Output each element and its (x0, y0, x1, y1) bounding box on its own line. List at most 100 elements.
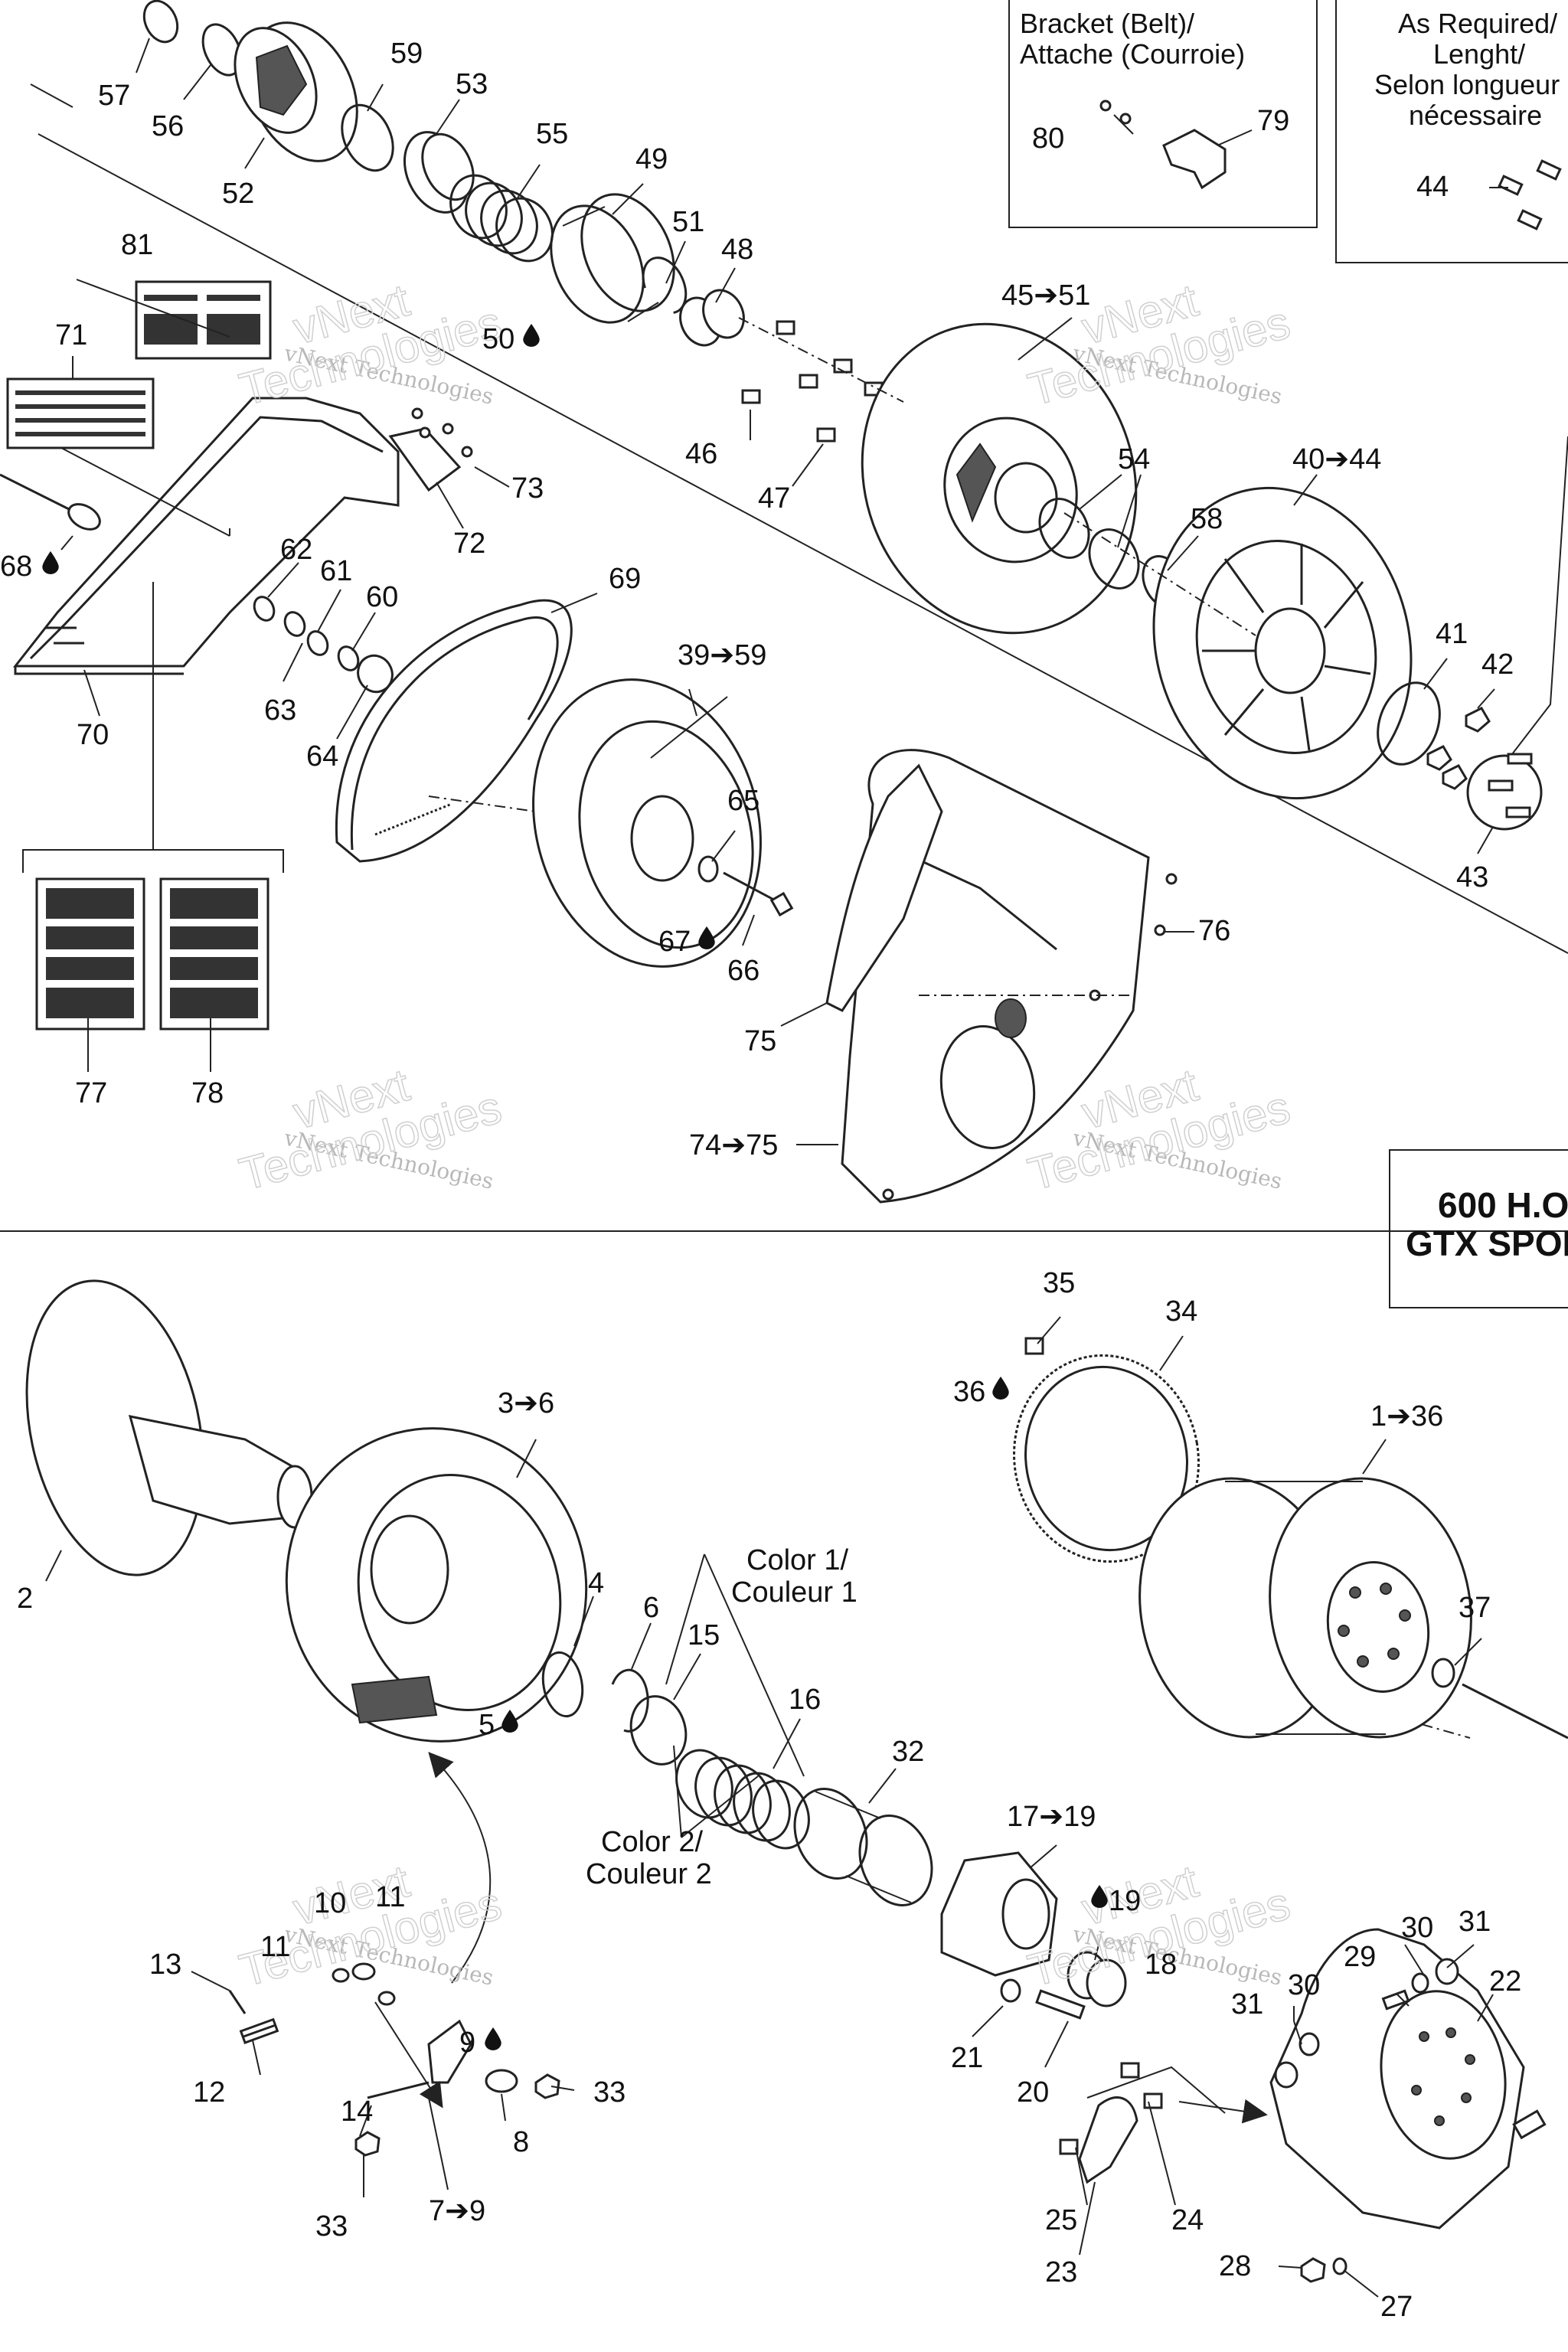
callout-7-9: 7➔9 (429, 2195, 485, 2227)
color2-label-fr: Couleur 2 (586, 1858, 712, 1890)
callout-81: 81 (121, 229, 153, 261)
callout-59: 59 (390, 38, 423, 70)
callout-14: 14 (341, 2096, 373, 2128)
asreq-line1: As Required/ (1398, 8, 1557, 39)
callout-41: 41 (1436, 618, 1468, 650)
callout-72: 72 (453, 528, 485, 560)
callout-75: 75 (744, 1025, 776, 1057)
model-box: 600 H.O. GTX SPORT (1389, 1149, 1568, 1308)
model-line2: GTX SPORT (1406, 1223, 1568, 1263)
grease-icon (42, 551, 59, 574)
callout-31: 31 (1231, 1988, 1263, 2020)
callout-58: 58 (1191, 503, 1223, 535)
callout-56: 56 (152, 110, 184, 142)
callout-19: 19 (1109, 1885, 1141, 1917)
callout-21: 21 (951, 2042, 983, 2074)
callout-11: 11 (375, 1881, 405, 1913)
callout-53: 53 (456, 68, 488, 100)
callout-30: 30 (1401, 1912, 1433, 1944)
callout-62: 62 (280, 534, 312, 566)
callout-10: 10 (314, 1887, 346, 1919)
callout-52: 52 (222, 178, 254, 210)
callout-6: 6 (643, 1592, 659, 1624)
callout-79: 79 (1257, 105, 1289, 137)
callout-31: 31 (1459, 1906, 1491, 1938)
callout-12: 12 (193, 2076, 225, 2109)
callout-17-19: 17➔19 (1007, 1801, 1096, 1833)
callout-46: 46 (685, 438, 717, 470)
callout-35: 35 (1043, 1267, 1075, 1299)
callout-13: 13 (149, 1949, 181, 1981)
callout-34: 34 (1165, 1295, 1197, 1328)
callout-39-59: 39➔59 (678, 639, 766, 671)
callout-2: 2 (17, 1583, 33, 1615)
asreq-line4: nécessaire (1409, 100, 1542, 131)
callout-63: 63 (264, 694, 296, 727)
callout-24: 24 (1171, 2204, 1204, 2236)
model-line1: 600 H.O. (1438, 1185, 1568, 1225)
callout-25: 25 (1045, 2204, 1077, 2236)
callout-55: 55 (536, 118, 568, 150)
callout-78: 78 (191, 1077, 224, 1109)
callout-61: 61 (320, 555, 352, 587)
callout-65: 65 (727, 785, 760, 817)
callout-40-44: 40➔44 (1292, 443, 1381, 475)
color2-label: Color 2/ (601, 1826, 703, 1858)
bracket-title-line2: Attache (Courroie) (1020, 38, 1245, 70)
callout-64: 64 (306, 740, 338, 773)
callout-16: 16 (789, 1684, 821, 1716)
callout-70: 70 (77, 719, 109, 751)
callout-50: 50 (482, 323, 514, 355)
leader-lines (45, 38, 1508, 2298)
callout-74-75: 74➔75 (689, 1129, 778, 1161)
callout-76: 76 (1198, 915, 1230, 947)
callout-11: 11 (260, 1931, 290, 1963)
callout-60: 60 (366, 581, 398, 613)
callout-45-51: 45➔51 (1001, 279, 1090, 312)
callout-44: 44 (1416, 171, 1449, 203)
asreq-line2: Lenght/ (1433, 38, 1525, 70)
callout-20: 20 (1017, 2076, 1049, 2109)
callout-9: 9 (459, 2027, 475, 2059)
callout-30: 30 (1288, 1969, 1320, 2001)
callout-22: 22 (1489, 1965, 1521, 1998)
callout-49: 49 (635, 143, 668, 175)
callout-5: 5 (479, 1709, 495, 1741)
callout-32: 32 (892, 1736, 924, 1768)
callout-68: 68 (0, 550, 32, 583)
callout-4: 4 (588, 1567, 604, 1599)
callout-15: 15 (688, 1619, 720, 1651)
color-annotations: Color 1/ Couleur 1 Color 2/ Couleur 2 (586, 1544, 858, 1890)
callout-66: 66 (727, 955, 760, 987)
as-required-box: As Required/ Lenght/ Selon longueur néce… (1335, 0, 1568, 263)
color1-label: Color 1/ (746, 1544, 848, 1576)
top-section-parts (0, 0, 1568, 1204)
callout-8: 8 (513, 2126, 529, 2158)
bottom-section-parts (25, 1279, 1568, 2283)
callout-67: 67 (658, 926, 691, 958)
callout-48: 48 (721, 234, 753, 266)
callout-73: 73 (511, 472, 544, 505)
callout-27: 27 (1380, 2291, 1413, 2323)
callout-33: 33 (315, 2210, 348, 2243)
grease-icon (992, 1377, 1009, 1400)
callout-80: 80 (1032, 122, 1064, 155)
callout-1-36: 1➔36 (1370, 1400, 1443, 1432)
callout-numbers: 57 56 59 53 52 55 49 51 48 50 81 71 46 4… (0, 38, 1521, 2323)
callout-28: 28 (1219, 2250, 1251, 2282)
callout-54: 54 (1118, 443, 1150, 475)
callout-36: 36 (953, 1376, 985, 1408)
asreq-line3: Selon longueur (1374, 69, 1560, 100)
grease-icon (523, 324, 540, 347)
callout-57: 57 (98, 80, 130, 112)
callout-29: 29 (1344, 1941, 1376, 1973)
callout-71: 71 (55, 319, 87, 351)
grease-icon (485, 2027, 501, 2050)
callout-69: 69 (609, 563, 641, 595)
callout-3-6: 3➔6 (498, 1387, 554, 1419)
callout-18: 18 (1145, 1949, 1177, 1981)
section-dividers (0, 83, 1568, 1232)
belt-bracket-part (1162, 129, 1227, 190)
bracket-title-line1: Bracket (Belt)/ (1020, 8, 1194, 39)
